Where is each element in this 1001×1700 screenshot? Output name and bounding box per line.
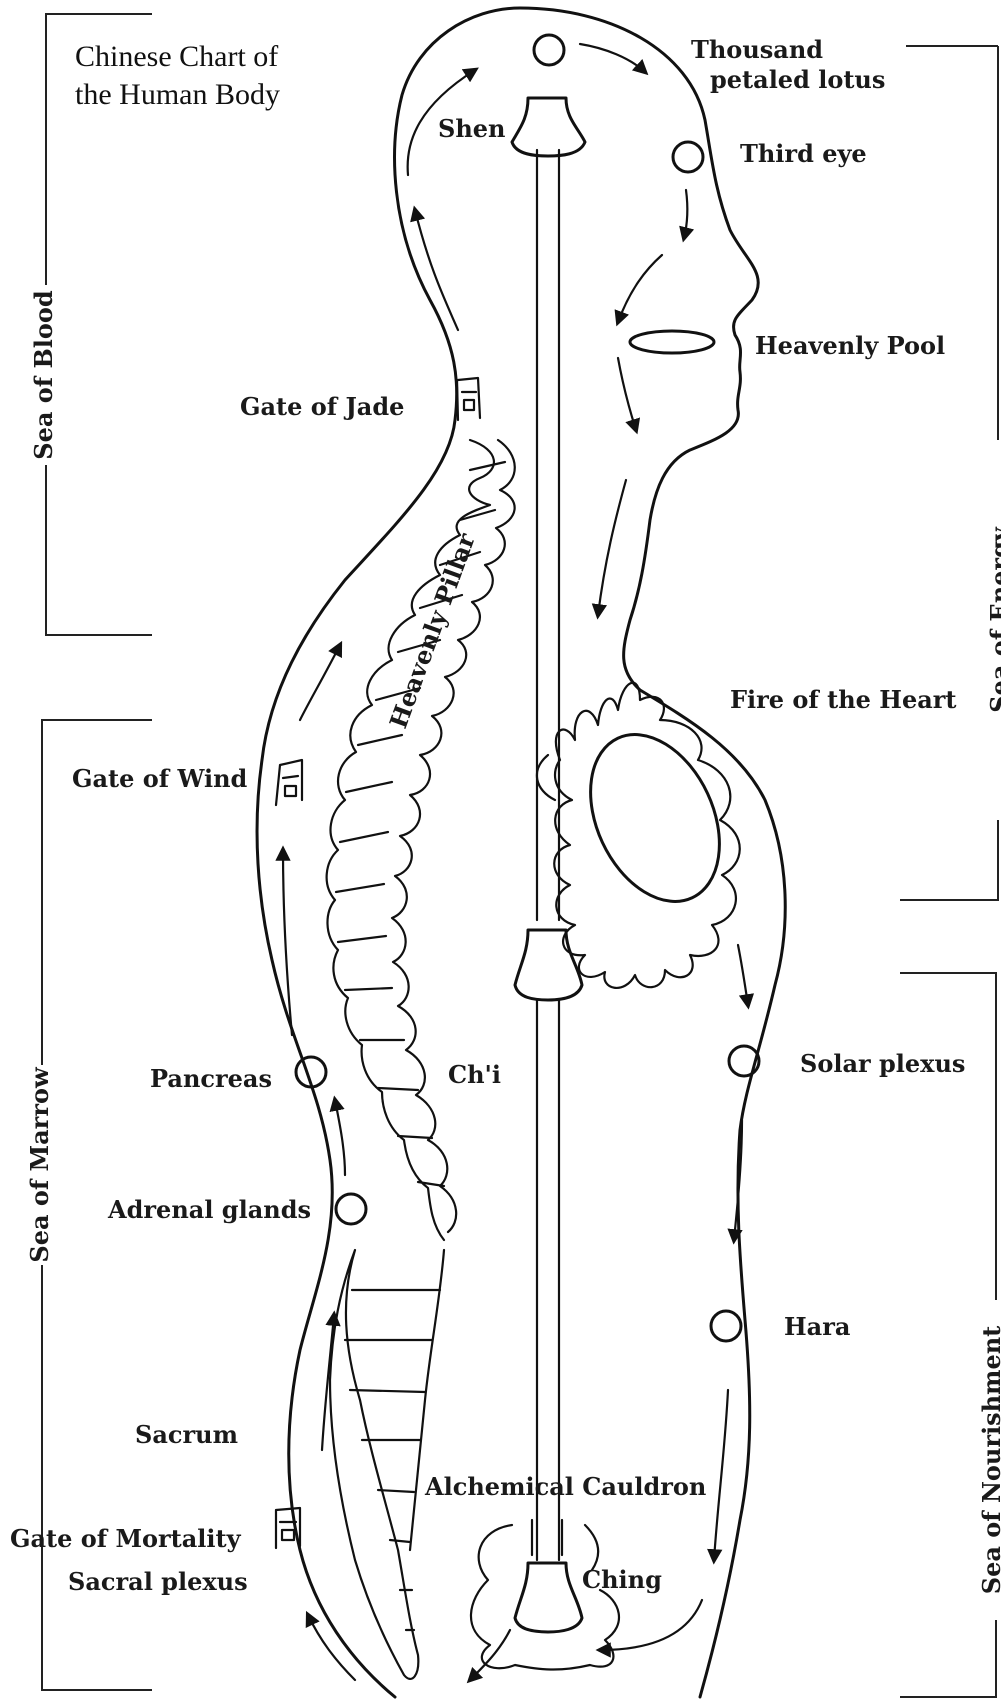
label-heavenly-pool: Heavenly Pool [755,331,945,360]
chi-vessel-icon [515,930,582,1000]
gate-of-jade-icon [457,378,480,420]
label-sea-of-nourishment: Sea of Nourishment [977,1326,1001,1595]
label-third-eye: Third eye [740,139,867,168]
label-fire-of-the-heart: Fire of the Heart [730,685,957,714]
label-heavenly-pillar: Heavenly Pillar [383,529,481,732]
adrenal-glands-point [336,1194,366,1224]
heavenly-pool-shape [630,331,714,353]
label-sea-of-energy: Sea of Energy [985,526,1001,713]
label-thousand-line1: Thousand [691,35,823,64]
chart-title-line2: the Human Body [75,78,280,111]
label-alchemical-cauldron: Alchemical Cauldron [424,1472,706,1501]
label-sea-of-blood: Sea of Blood [29,290,58,460]
label-hara: Hara [784,1312,850,1341]
label-thousand-line2: petaled lotus [710,65,885,94]
bracket-sea-of-energy: Sea of Energy [900,46,1001,900]
energy-flow-arrows [283,44,748,1680]
thousand-petaled-lotus-point [534,35,564,65]
bracket-sea-of-nourishment: Sea of Nourishment [900,973,1001,1697]
label-sacrum: Sacrum [135,1420,238,1449]
label-sacral-plexus: Sacral plexus [68,1567,248,1596]
chart-title-line1: Chinese Chart of [75,40,278,73]
gate-of-wind-icon [276,760,302,805]
label-shen: Shen [438,114,506,143]
label-solar-plexus: Solar plexus [800,1049,965,1078]
shen-vessel-icon [512,98,585,156]
hara-point [711,1311,741,1341]
label-gate-of-mortality: Gate of Mortality [10,1524,242,1553]
label-chi: Ch'i [448,1060,501,1089]
third-eye-point [673,142,703,172]
ching-vessel-icon [515,1563,582,1632]
label-ching: Ching [582,1565,662,1594]
label-gate-of-wind: Gate of Wind [72,764,248,793]
label-pancreas: Pancreas [150,1064,272,1093]
label-sea-of-marrow: Sea of Marrow [25,1066,54,1263]
alchemical-cauldron-flames [471,1520,619,1670]
label-adrenal-glands: Adrenal glands [107,1195,311,1224]
label-gate-of-jade: Gate of Jade [240,392,404,421]
